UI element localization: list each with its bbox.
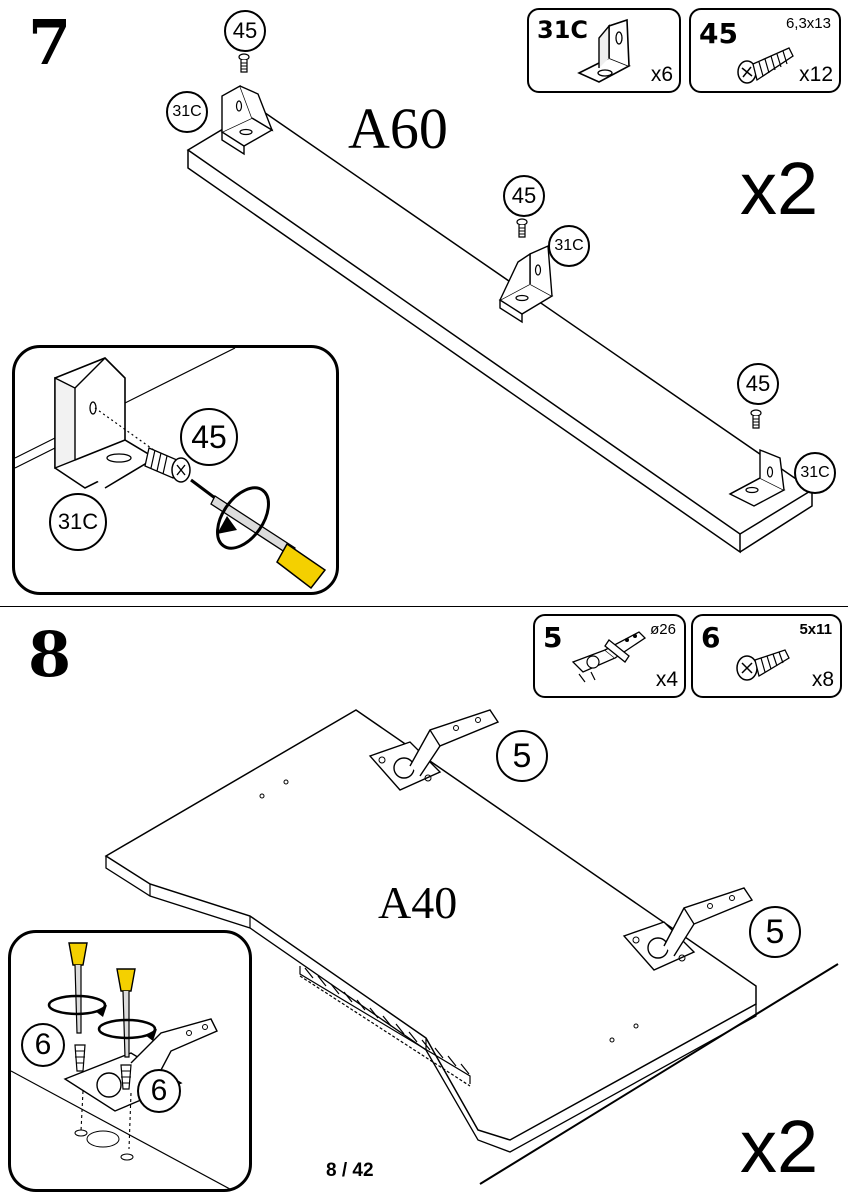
screw-small-middle — [516, 218, 528, 238]
panel-label-a60: A60 — [348, 96, 448, 161]
part-code: 45 — [699, 17, 738, 50]
screw-icon — [736, 649, 790, 681]
callout-screw-45: 45 — [737, 363, 779, 405]
screw-small-right — [750, 409, 762, 429]
part-quantity: x4 — [655, 668, 678, 691]
panel-a40 — [104, 709, 839, 1185]
bracket-middle — [498, 244, 554, 324]
part-size: ø26 — [650, 621, 676, 638]
detail-inset-step-8: 6 6 — [8, 930, 252, 1192]
hinge-bottom — [622, 887, 754, 971]
callout-screw-45: 45 — [224, 10, 266, 52]
bracket-right — [728, 448, 786, 507]
hinge-top — [368, 709, 500, 791]
step-divider — [0, 606, 848, 607]
bracket-left — [220, 84, 274, 156]
callout-hinge-5: 5 — [496, 730, 548, 782]
panel-label-a40: A40 — [378, 877, 458, 928]
part-size: 6,3x13 — [785, 15, 831, 32]
part-code: 31C — [537, 16, 589, 44]
callout-bracket-31c: 31C — [166, 91, 208, 133]
quantity-multiplier: x2 — [740, 1105, 819, 1188]
hinge-icon — [571, 631, 647, 683]
bracket-icon — [577, 18, 631, 83]
inset-callout-screw: 45 — [180, 408, 238, 466]
part-size: 5x11 — [799, 621, 832, 638]
screwdriver-icon — [97, 968, 157, 1058]
board-a60 — [186, 53, 814, 554]
inset-callout-bracket: 31C — [49, 493, 107, 551]
inset-callout-screw: 6 — [21, 1023, 65, 1067]
part-box-45: 45 6,3x13 x12 — [689, 8, 841, 93]
step-8-number: 8 — [28, 618, 72, 691]
inset-callout-screw: 6 — [137, 1069, 181, 1113]
screwdriver-icon — [47, 942, 107, 1034]
callout-hinge-5: 5 — [749, 906, 801, 958]
part-box-6: 6 5x11 x8 — [691, 614, 842, 698]
part-quantity: x6 — [650, 63, 673, 86]
part-box-31c: 31C x6 — [527, 8, 681, 93]
callout-bracket-31c: 31C — [548, 225, 590, 267]
part-code: 6 — [701, 621, 721, 654]
inset-drawing — [15, 348, 327, 590]
page-number: 8 / 42 — [326, 1160, 374, 1181]
quantity-multiplier: x2 — [740, 147, 819, 230]
detail-inset-step-7: 45 31C — [12, 345, 339, 595]
part-quantity: x8 — [811, 668, 834, 691]
part-box-5: 5 ø26 x4 — [533, 614, 686, 698]
screwdriver-icon — [190, 478, 327, 590]
screw-icon — [737, 47, 794, 84]
inset-drawing — [11, 942, 232, 1189]
part-code: 5 — [543, 621, 563, 654]
screw-icon — [144, 447, 191, 483]
part-quantity: x12 — [799, 63, 833, 86]
screw-icon — [74, 1044, 86, 1072]
hatching — [304, 967, 470, 1075]
screw-icon — [120, 1064, 132, 1090]
step-7-number: 7 — [28, 6, 72, 79]
callout-screw-45: 45 — [503, 175, 545, 217]
screw-small-left — [238, 53, 250, 73]
callout-bracket-31c: 31C — [794, 452, 836, 494]
